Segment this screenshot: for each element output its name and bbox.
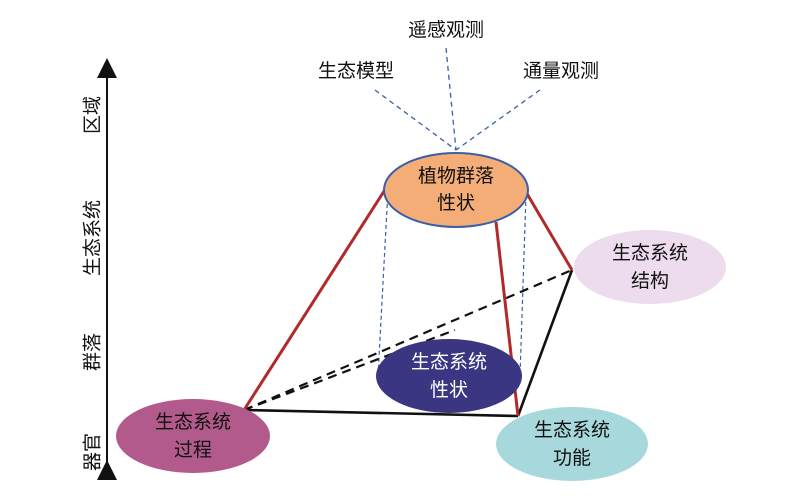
node-structure-ellipse [574,230,726,304]
node-traits-line1: 生态系统 [411,351,487,373]
node-ecosystem-process: 生态系统 过程 [116,399,270,473]
axis-label-organ: 器官 [82,433,104,471]
axis-label-community: 群落 [82,333,104,371]
node-function-line2: 功能 [553,447,591,469]
node-function-ellipse [496,407,648,481]
axis-label-region: 区域 [82,96,104,134]
node-traits-line2: 性状 [430,379,468,401]
label-ecological-model: 生态模型 [318,60,394,82]
node-process-ellipse [116,399,270,473]
base-solid-edges [243,269,574,418]
node-plant-community-traits: 植物群落 性状 [383,152,529,228]
node-function-line1: 生态系统 [534,419,610,441]
projection-lines [377,189,527,377]
axis-label-ecosystem: 生态系统 [82,200,104,276]
node-traits-ellipse [376,339,522,413]
node-ecosystem-structure: 生态系统 结构 [574,230,726,304]
node-structure-line2: 结构 [631,270,669,292]
node-ecosystem-traits: 生态系统 性状 [376,339,522,413]
node-structure-line1: 生态系统 [612,242,688,264]
label-flux-observation: 通量观测 [523,60,599,82]
node-process-line2: 过程 [174,439,212,461]
node-plant-line1: 植物群落 [418,165,494,187]
observation-lines [374,47,541,151]
node-plant-line2: 性状 [437,192,475,214]
node-ecosystem-function: 生态系统 功能 [496,407,648,481]
node-plant-ellipse [383,152,529,228]
node-process-line1: 生态系统 [155,411,231,433]
label-remote-sensing: 遥感观测 [408,19,484,41]
